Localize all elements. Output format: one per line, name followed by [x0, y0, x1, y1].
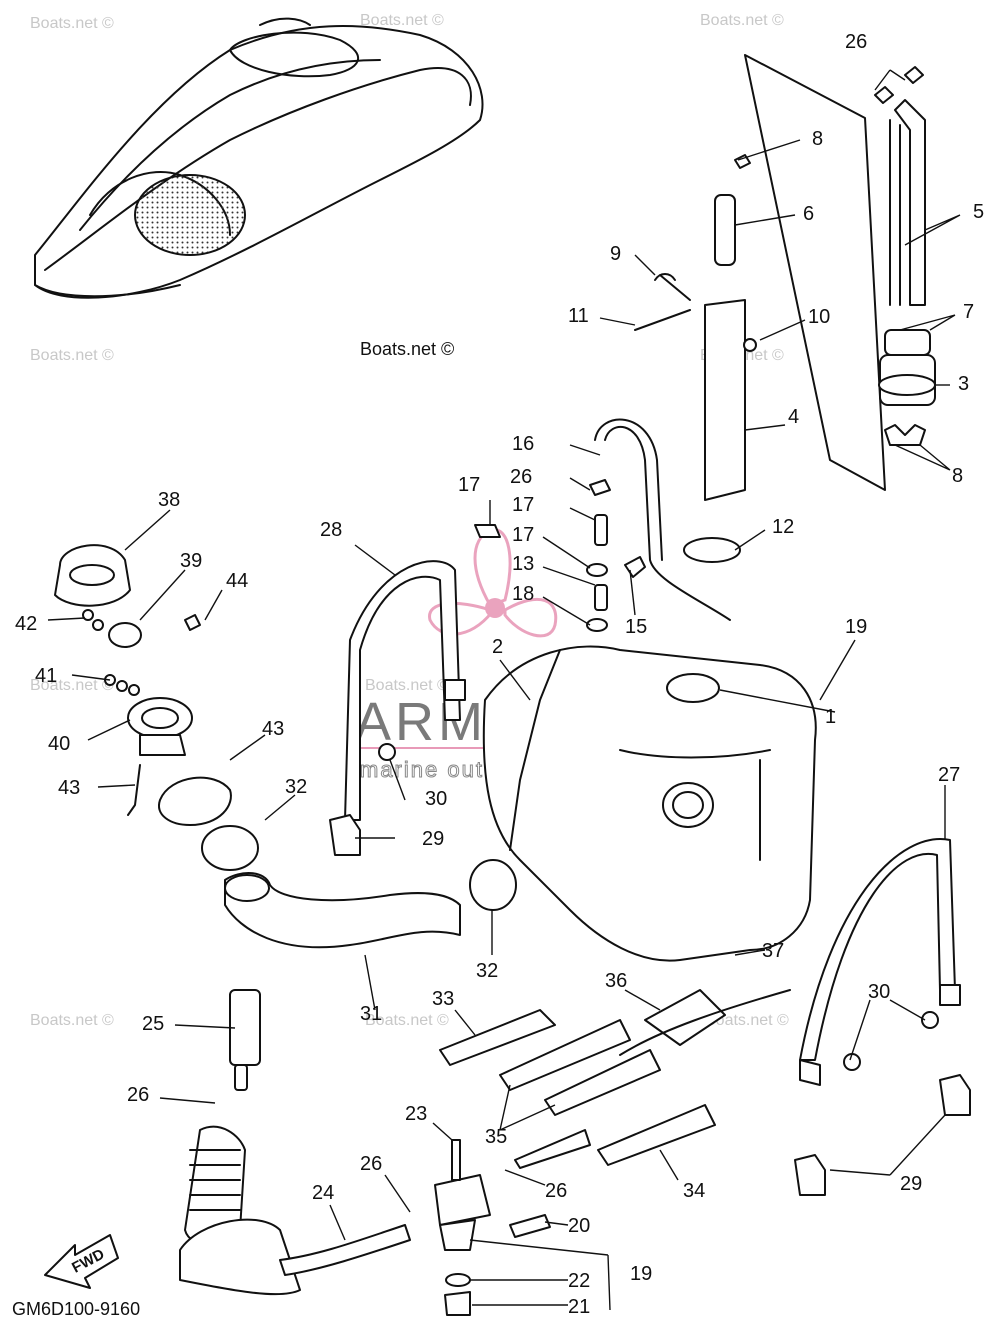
callout-44: 44 [226, 570, 248, 592]
callout-37: 38 [158, 489, 180, 511]
callout-33: 34 [683, 1180, 705, 1202]
callout-29: 29 [422, 828, 444, 850]
callout-25: 25 [142, 1013, 164, 1035]
callout-3: 3 [958, 373, 969, 395]
callout-38: 39 [180, 550, 202, 572]
callout-22: 22 [568, 1270, 590, 1292]
leader-lines [47, 69, 961, 1311]
fuel-tank [482, 645, 817, 962]
callout-13: 13 [512, 553, 534, 575]
callout-4: 4 [788, 406, 799, 428]
watermark: Boats.net © [365, 677, 449, 694]
callout-27: 27 [938, 764, 960, 786]
parts-center [474, 418, 741, 632]
callout-2: 2 [492, 636, 503, 658]
callout-numbers: 26 8 6 5 9 11 10 7 3 4 8 16 26 17 17 17 … [15, 31, 984, 1318]
callout-11: 11 [568, 305, 589, 327]
callout-17: 17 [512, 524, 534, 546]
filler-hose [224, 859, 517, 949]
watermark: Boats.net © [360, 12, 444, 29]
callout-33: 33 [432, 988, 454, 1010]
callout-30: 30 [868, 981, 890, 1003]
callout-26: 26 [360, 1153, 382, 1175]
callout-20: 20 [568, 1215, 590, 1237]
callout-21: 21 [568, 1296, 590, 1318]
callout-1: 1 [825, 706, 836, 728]
callout-28: 28 [320, 519, 342, 541]
callout-19: 19 [630, 1263, 652, 1285]
watermark: Boats.net © [365, 1012, 449, 1029]
callout-14: 16 [512, 433, 534, 455]
callout-42: 43 [262, 718, 284, 740]
callout-40: 41 [35, 665, 57, 687]
callout-10: 10 [808, 306, 830, 328]
watermark: Boats.net © [30, 15, 114, 32]
callout-41: 42 [15, 613, 37, 635]
callout-17: 18 [512, 583, 534, 605]
callout-12: 12 [772, 516, 794, 538]
callout-26: 26 [127, 1084, 149, 1106]
callout-29: 29 [900, 1173, 922, 1195]
callout-18: 19 [845, 616, 867, 638]
callout-24: 24 [312, 1182, 334, 1204]
mats [439, 989, 791, 1169]
watermark: Boats.net © [700, 12, 784, 29]
callout-34: 35 [485, 1126, 507, 1148]
callout-36: 37 [762, 940, 784, 962]
watermark: Boats.net © [30, 677, 114, 694]
straps [329, 560, 971, 1196]
callout-8: 8 [812, 128, 823, 150]
fuel-filter-assembly [179, 989, 551, 1316]
callout-30: 30 [425, 788, 447, 810]
callout-39: 40 [48, 733, 70, 755]
filler-cap-assembly [54, 544, 259, 871]
callout-32: 32 [285, 776, 307, 798]
watermark: Boats.net © [705, 1012, 789, 1029]
callout-23: 23 [405, 1103, 427, 1125]
callout-35: 36 [605, 970, 627, 992]
parts-top-right [634, 54, 936, 501]
callout-17: 17 [458, 474, 480, 496]
callout-6: 6 [803, 203, 814, 225]
callout-15: 15 [625, 616, 647, 638]
credit: Boats.net © [360, 339, 454, 359]
callout-7: 7 [963, 301, 974, 323]
watercraft-overview [34, 17, 484, 299]
callout-26: 26 [545, 1180, 567, 1202]
callout-32: 32 [476, 960, 498, 982]
callout-31: 31 [360, 1003, 382, 1025]
callout-26: 26 [510, 466, 532, 488]
callout-16: 17 [512, 494, 534, 516]
diagram-code: GM6D100-9160 [12, 1299, 140, 1319]
watermark: Boats.net © [30, 347, 114, 364]
callout-43: 43 [58, 777, 80, 799]
callout-26: 26 [845, 31, 867, 53]
callout-5: 5 [973, 201, 984, 223]
watermark: Boats.net © [30, 1012, 114, 1029]
callout-9: 9 [610, 243, 621, 265]
forward-arrow-icon: FWD [44, 1234, 119, 1289]
callout-8: 8 [952, 465, 963, 487]
